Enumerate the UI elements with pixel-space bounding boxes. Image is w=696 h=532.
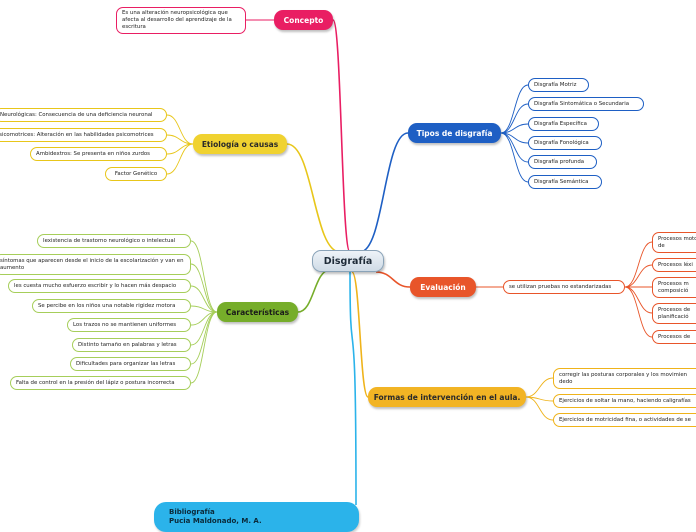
connector-line xyxy=(351,271,369,398)
intervencion-node[interactable]: Formas de intervención en el aula. xyxy=(368,387,526,407)
connector-line xyxy=(349,271,357,506)
connector-line xyxy=(500,84,529,134)
evaluacion-item: Procesos de xyxy=(652,330,696,344)
connector-line xyxy=(166,143,194,175)
connector-line xyxy=(190,311,218,384)
connector-line xyxy=(166,114,194,145)
caracteristica-item: Dificultades para organizar las letras xyxy=(70,357,191,371)
intervencion-item: Ejercicios de motricidad fina, o activid… xyxy=(553,413,696,427)
caracteristica-item: Se percibe en los niños una notable rigi… xyxy=(32,299,191,313)
connector-line xyxy=(525,396,554,421)
connector-line xyxy=(500,123,529,134)
tipo-item: Disgrafía Semántica xyxy=(528,175,602,189)
concepto-node[interactable]: Concepto xyxy=(274,10,333,30)
connector-line xyxy=(297,269,331,313)
connector-line xyxy=(500,132,529,183)
bibliografia-title: Bibliografía xyxy=(169,508,215,516)
evaluacion-item: Procesos léxi xyxy=(652,258,696,272)
bibliografia-node[interactable]: Bibliografía Pucia Maldonado, M. A. xyxy=(154,502,359,532)
connector-line xyxy=(286,143,341,253)
tipo-item: Disgrafía Sintomática o Secundaria xyxy=(528,97,644,111)
connector-line xyxy=(624,286,653,314)
caracteristica-item: les cuesta mucho esfuerzo escribir y lo … xyxy=(8,279,191,293)
caracteristica-item: Los trazos no se mantienen uniformes xyxy=(67,318,191,332)
connector-line xyxy=(624,286,653,338)
etiologia-item: Psicomotrices: Alteración en las habilid… xyxy=(0,128,167,142)
etiologia-item: Factor Genético xyxy=(105,167,167,181)
evaluacion-item: Procesos motores de xyxy=(652,232,696,253)
connector-line xyxy=(525,377,554,398)
tipo-item: Disgrafía profunda xyxy=(528,155,597,169)
tipos-node[interactable]: Tipos de disgrafía xyxy=(408,123,501,143)
etiologia-node[interactable]: Etiología o causas xyxy=(193,134,287,154)
tipo-item: Disgrafía Motriz xyxy=(528,78,589,92)
caracteristica-item: Falta de control en la presión del lápiz… xyxy=(10,376,191,390)
evaluacion-node[interactable]: Evaluación xyxy=(410,277,476,297)
caracteristica-item: Distinto tamaño en palabras y letras xyxy=(72,338,191,352)
evaluacion-item: Procesos m composició xyxy=(652,277,696,298)
connector-line xyxy=(375,271,411,288)
connector-line xyxy=(500,103,529,134)
connector-line xyxy=(166,134,194,145)
connector-line xyxy=(624,264,653,288)
connector-line xyxy=(190,285,218,313)
bibliografia-author: Pucia Maldonado, M. A. xyxy=(169,516,262,525)
connector-line xyxy=(190,263,218,313)
caracteristica-item: Iexistencia de trastorno neurológico o i… xyxy=(37,234,191,248)
intervencion-item: corregir las posturas corporales y los m… xyxy=(553,368,696,389)
evaluacion-sub: se utilizan pruebas no estandarizadas xyxy=(503,280,625,294)
etiologia-item: Ambidextros: Se presenta en niños zurdos xyxy=(30,147,167,161)
etiologia-item: Neurológicas: Consecuencia de una defici… xyxy=(0,108,167,122)
connector-line xyxy=(359,132,409,253)
caracteristicas-node[interactable]: Características xyxy=(217,302,298,322)
evaluacion-item: Procesos de planificació xyxy=(652,303,696,324)
concepto-definition: Es una alteración neuropsicológica que a… xyxy=(116,7,246,34)
connector-line xyxy=(190,311,218,346)
connector-lines xyxy=(166,19,653,506)
tipo-item: Disgrafía Específica xyxy=(528,117,599,131)
connector-line xyxy=(332,19,351,253)
intervencion-item: Ejercicios de soltar la mano, haciendo c… xyxy=(553,394,696,408)
connector-line xyxy=(624,241,653,288)
connector-line xyxy=(190,311,218,365)
central-topic[interactable]: Disgrafía xyxy=(312,250,384,272)
caracteristica-item: síntomas que aparecen desde el inicio de… xyxy=(0,254,191,275)
tipo-item: Disgrafía Fonológica xyxy=(528,136,602,150)
connector-line xyxy=(190,240,218,313)
